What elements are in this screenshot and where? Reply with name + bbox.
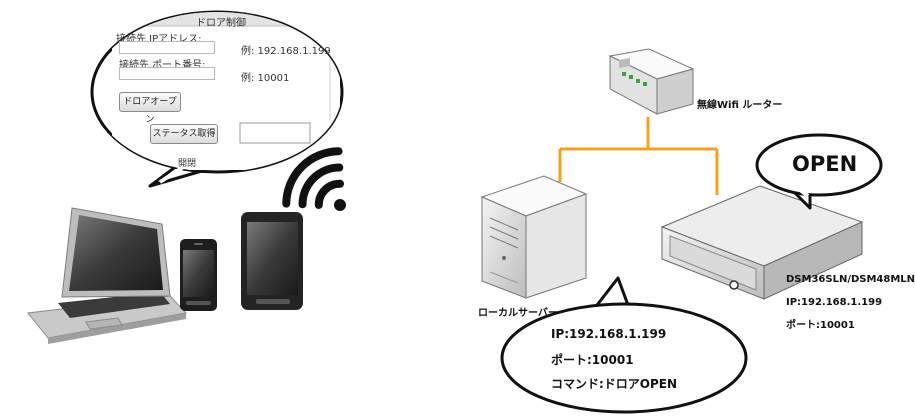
drawer-port: ポート:10001 xyxy=(786,320,855,331)
command-speech-bubble xyxy=(500,276,748,414)
port-label: 接続先 ポート番号: xyxy=(119,60,206,71)
panel-cut-text: 開閉 xyxy=(178,159,197,169)
smartphone-icon xyxy=(180,239,217,311)
server-icon xyxy=(480,175,588,299)
ip-address-input[interactable] xyxy=(119,41,215,54)
command-ip: IP:192.168.1.199 xyxy=(551,327,667,341)
tablet-icon xyxy=(241,212,303,310)
status-button[interactable]: ステータス取得 xyxy=(150,124,218,144)
cash-drawer-icon xyxy=(660,185,864,300)
laptop-icon xyxy=(27,207,187,344)
port-input[interactable] xyxy=(119,67,215,80)
server-label: ローカルサーバー xyxy=(478,308,558,319)
drawer-open-button[interactable]: ドロアオープン xyxy=(119,92,181,125)
command-port: ポート:10001 xyxy=(551,353,634,367)
wifi-icon xyxy=(282,147,346,211)
drawer-ip: IP:192.168.1.199 xyxy=(786,297,883,308)
drawer-model: DSM36SLN/DSM48MLN xyxy=(786,274,915,285)
network-lines xyxy=(558,117,719,195)
open-speech-bubble xyxy=(755,133,883,210)
ip-label: 接続先 IPアドレス: xyxy=(116,34,202,45)
command-text: コマンド:ドロアOPEN xyxy=(551,377,678,391)
panel-title: ドロア制御 xyxy=(196,18,246,29)
router-label: 無線Wifi ルーター xyxy=(697,100,783,111)
ip-example: 例: 192.168.1.199 xyxy=(241,46,331,57)
port-example: 例: 10001 xyxy=(241,73,290,84)
open-text: OPEN xyxy=(792,152,858,176)
router-icon xyxy=(608,48,695,115)
